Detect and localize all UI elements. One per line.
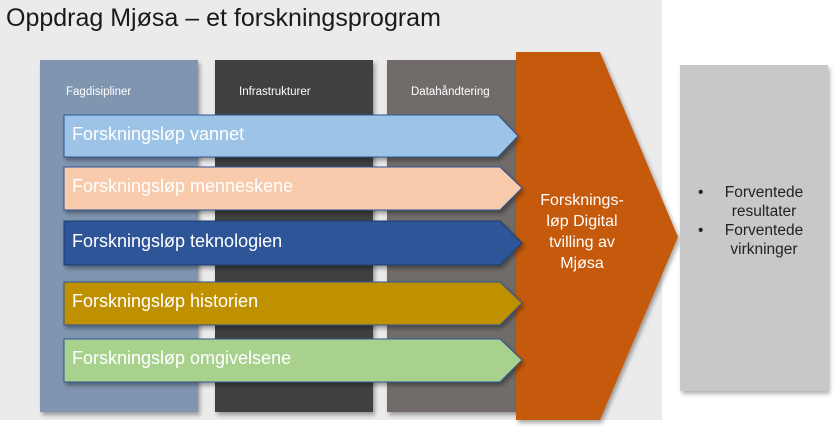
arrow-menneskene <box>63 166 523 211</box>
arrow-label-vannet: Forskningsløp vannet <box>72 124 245 144</box>
arrow-omgivelsene <box>63 338 523 383</box>
bullet: • <box>698 222 704 239</box>
arrow-historien <box>63 281 523 326</box>
outcome-item: • Forventede virkninger <box>680 221 828 259</box>
outcome-line: resultater <box>731 203 797 220</box>
arrow-label-teknologien: Forskningsløp teknologien <box>72 231 283 251</box>
arrow-label-omgivelsene: Forskningsløp omgivelsene <box>72 348 292 368</box>
outcomes-list: • Forventede resultater • Forventede virkn… <box>680 183 828 259</box>
arrow-teknologien <box>63 220 523 266</box>
outcome-line: virkninger <box>730 241 798 258</box>
arrow-label-historien: Forskningsløp historien <box>72 291 259 311</box>
chevron-line: Mjøsa <box>560 255 604 272</box>
column-label: Fagdisipliner <box>66 86 132 98</box>
column-label: Datahåndtering <box>411 86 490 98</box>
chevron-line: tvilling av <box>549 234 615 251</box>
outcomes-box: • Forventede resultater • Forventede virkn… <box>680 65 828 391</box>
outcome-line: Forventede <box>724 222 804 239</box>
digital-twin-label: Forsknings- løp Digital tvilling av Mjøs… <box>522 190 642 274</box>
arrow-vannet <box>63 114 519 158</box>
bullet: • <box>698 184 704 201</box>
arrow-label-menneskene: Forskningsløp menneskene <box>72 176 294 196</box>
page-title: Oppdrag Mjøsa – et forskningsprogram <box>6 4 441 32</box>
outcome-line: Forventede <box>724 184 804 201</box>
digital-twin-chevron <box>516 52 678 420</box>
outcome-item: • Forventede resultater <box>680 183 828 221</box>
chevron-line: Forsknings- <box>540 192 624 209</box>
chevron-line: løp Digital <box>546 213 618 230</box>
column-label: Infrastrukturer <box>239 86 311 98</box>
